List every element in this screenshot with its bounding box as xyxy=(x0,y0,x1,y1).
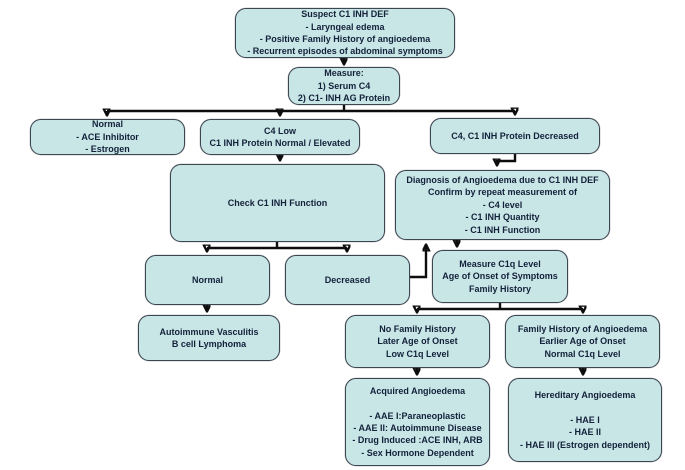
node-no-family-history: No Family History Later Age of Onset Low… xyxy=(345,315,490,368)
arrow-c4decreased-to-diagnosis xyxy=(497,154,517,164)
node-c4-c1-inh-decreased: C4, C1 INH Protein Decreased xyxy=(430,118,600,154)
rail-checkfunction-branch xyxy=(207,242,347,250)
node-c4-low: C4 Low C1 INH Protein Normal / Elevated xyxy=(200,119,360,155)
node-autoimmune-vasculitis: Autoimmune Vasculitis B cell Lymphoma xyxy=(138,315,280,361)
node-suspect-c1-inh-def: Suspect C1 INH DEF - Laryngeal edema - P… xyxy=(235,8,455,58)
node-measure-serum-c4: Measure: 1) Serum C4 2) C1- INH AG Prote… xyxy=(288,67,400,105)
node-function-normal: Normal xyxy=(145,255,270,305)
node-normal-ace-estrogen: Normal - ACE Inhibitor - Estrogen xyxy=(30,119,185,155)
node-check-c1-inh-function: Check C1 INH Function xyxy=(170,164,385,242)
arrow-decreased-to-diagnosis xyxy=(410,246,426,279)
node-function-decreased: Decreased xyxy=(285,255,410,305)
node-hereditary-angioedema: Hereditary Angioedema - HAE I - HAE II -… xyxy=(508,378,662,462)
node-family-history: Family History of Angioedema Earlier Age… xyxy=(505,315,660,368)
node-measure-c1q-level: Measure C1q Level Age of Onset of Sympto… xyxy=(432,250,568,303)
rail-measure-branch xyxy=(107,105,515,113)
node-diagnosis-angioedema: Diagnosis of Angioedema due to C1 INH DE… xyxy=(395,170,610,240)
node-acquired-angioedema: Acquired Angioedema - AAE I:Paraneoplast… xyxy=(345,378,490,466)
rail-measurec1q-branch xyxy=(417,303,583,311)
